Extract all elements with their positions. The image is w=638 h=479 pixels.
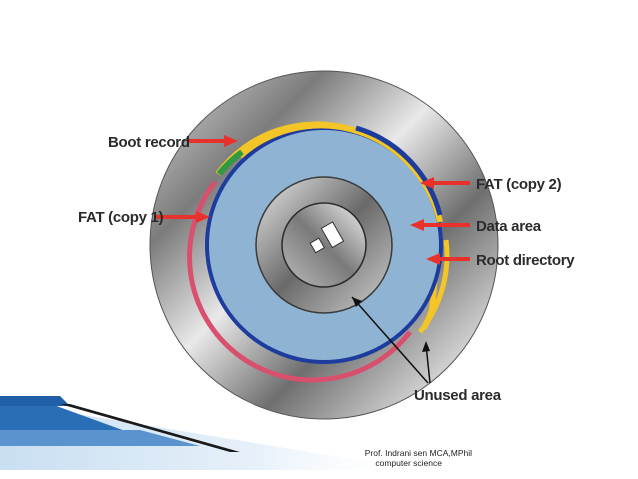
arrow-icon-fat-copy1: [156, 211, 210, 223]
label-data-area: Data area: [476, 218, 542, 235]
yellow-arc-right: [418, 239, 450, 334]
pink-ring: [187, 180, 412, 383]
footer-line2: computer science: [375, 458, 442, 468]
footer-credit: Prof. Indrani sen MCA,MPhil computer sci…: [300, 448, 472, 468]
label-root-directory: Root directory: [476, 252, 575, 269]
label-unused-area: Unused area: [414, 387, 502, 404]
label-fat-copy2: FAT (copy 2): [476, 176, 562, 193]
disk: [149, 70, 499, 420]
arrow-icon-root-directory: [426, 253, 470, 265]
footer-line1: Prof. Indrani sen MCA,MPhil: [364, 448, 472, 458]
boot-record-segment: [216, 149, 244, 176]
arrow-icon-unused-area: [351, 296, 431, 384]
arrows: [156, 135, 470, 384]
blue-arc-top: [355, 125, 443, 216]
arrow-icon-data-area: [410, 219, 470, 231]
footer-decoration: [0, 396, 420, 470]
spindle-hole-icon: [309, 221, 345, 254]
hub-inner: [281, 202, 367, 288]
arrow-icon-fat-copy2: [420, 177, 470, 189]
label-fat-copy1: FAT (copy 1): [78, 209, 164, 226]
arrow-icon-boot-record: [188, 135, 238, 147]
label-boot-record: Boot record: [108, 134, 190, 151]
